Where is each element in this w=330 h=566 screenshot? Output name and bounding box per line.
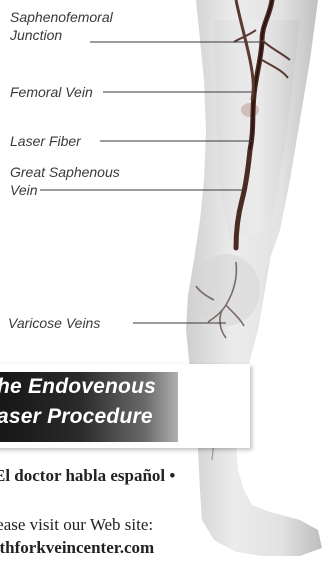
procedure-banner: The Endovenous Laser Procedure xyxy=(0,364,250,448)
label-varicose-veins: Varicose Veins xyxy=(8,314,100,332)
label-saphenofemoral-junction: Saphenofemoral Junction xyxy=(10,8,113,44)
website-link[interactable]: northforkveincenter.com xyxy=(0,538,154,558)
bullet: • xyxy=(169,466,175,485)
label-line: Saphenofemoral xyxy=(10,8,113,26)
label-line: Vein xyxy=(10,181,120,199)
visit-text: Please visit our Web site: xyxy=(0,515,153,535)
label-line: Great Saphenous xyxy=(10,163,120,181)
label-laser-fiber: Laser Fiber xyxy=(10,132,81,150)
label-femoral-vein: Femoral Vein xyxy=(10,83,93,101)
spanish-text: El doctor habla español xyxy=(0,466,165,485)
label-great-saphenous-vein: Great Saphenous Vein xyxy=(10,163,120,199)
label-line: Junction xyxy=(10,26,113,44)
banner-line-2: Laser Procedure xyxy=(0,405,153,429)
spanish-note: El doctor habla español • xyxy=(0,466,175,486)
banner-line-1: The Endovenous xyxy=(0,375,156,399)
